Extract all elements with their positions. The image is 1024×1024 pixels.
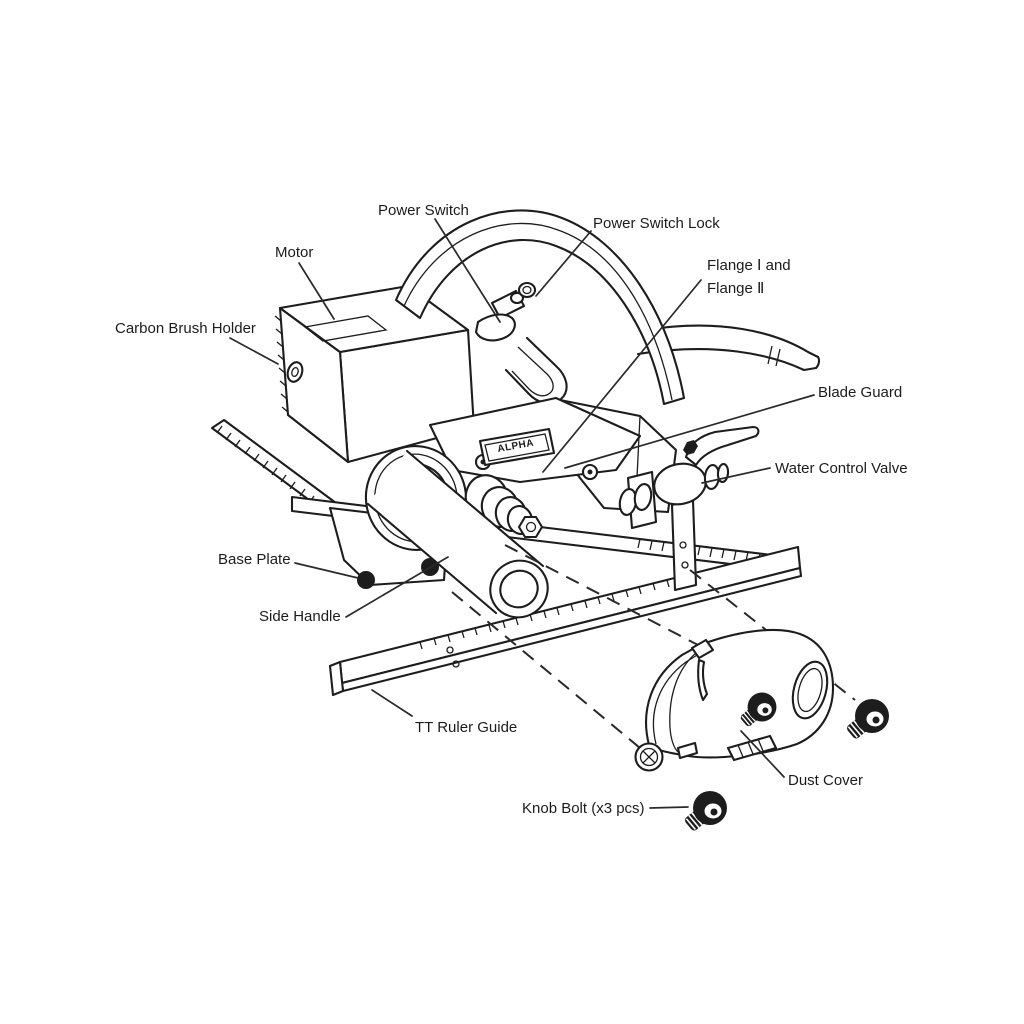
label-tt-ruler-guide: TT Ruler Guide	[415, 719, 517, 736]
label-knob-bolt: Knob Bolt (x3 pcs)	[522, 800, 645, 817]
label-blade-guard: Blade Guard	[818, 384, 902, 401]
brand-plate	[478, 427, 556, 467]
valve-lever	[684, 425, 760, 467]
label-flange-line1: Flange Ⅰ and	[707, 257, 791, 274]
tt-ruler-guide-drawing	[328, 498, 803, 697]
guide-wheel	[634, 742, 664, 772]
dust-cover-drawing	[634, 628, 835, 772]
power-switch-lock-drawing	[490, 281, 537, 320]
knob-bolt-on-cover	[740, 692, 777, 727]
knob-bolt-bottom	[685, 791, 727, 831]
handle-drawing	[394, 209, 686, 406]
power-switch-drawing	[474, 313, 516, 342]
label-motor: Motor	[275, 244, 313, 261]
part-labels: Power Switch Power Switch Lock Motor Car…	[115, 202, 908, 817]
side-handle-drawing	[366, 449, 549, 619]
leader-lines	[229, 218, 815, 809]
label-flange-line2: Flange Ⅱ	[707, 280, 764, 297]
carbon-brush-cap	[286, 361, 304, 383]
label-power-switch: Power Switch	[378, 202, 469, 219]
label-carbon-brush-holder: Carbon Brush Holder	[115, 320, 256, 337]
label-side-handle: Side Handle	[259, 608, 341, 625]
label-base-plate: Base Plate	[218, 551, 291, 568]
knob-bolt-right	[847, 699, 889, 739]
label-power-switch-lock: Power Switch Lock	[593, 215, 720, 232]
knob-bolt-drawing	[685, 692, 889, 831]
label-water-control-valve: Water Control Valve	[775, 460, 908, 477]
label-dust-cover: Dust Cover	[788, 772, 863, 789]
